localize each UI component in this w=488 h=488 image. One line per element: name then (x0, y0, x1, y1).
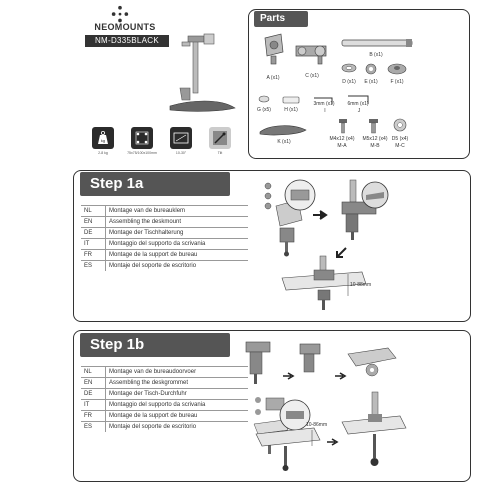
arrow-right-icon (313, 210, 328, 220)
part-j-size-label: 6mm (x1) (347, 101, 369, 107)
step-1a-desk-mounted-illustration: 10-88mm (281, 255, 371, 310)
part-f-illustration (387, 63, 407, 75)
weight-spec-label: 2-8 kg (98, 151, 108, 155)
parts-title: Parts (254, 11, 308, 27)
step-1b-clamp-disassembly-1 (245, 341, 271, 384)
screw-m4-code: M-A (337, 143, 347, 149)
tilt-spec-label: Tilt (217, 151, 223, 155)
arrow-right-icon (327, 438, 339, 446)
step-1a-dimension-label: 10-88mm (350, 282, 371, 288)
step-1b-clamp-disassembly-2 (299, 343, 321, 373)
washer-code: M-C (395, 143, 405, 149)
washer-illustration (393, 118, 407, 132)
part-b-label: B (x1) (369, 52, 383, 58)
step-1a-detail-circle-2 (361, 181, 389, 209)
screw-m4-illustration (339, 119, 347, 134)
step-1b-title: Step 1b (80, 333, 230, 357)
part-j-label: J (357, 108, 361, 114)
part-b-illustration (341, 39, 413, 47)
part-d-label: D (x1) (342, 79, 356, 85)
brand-name: NEOMOUNTS (94, 22, 156, 32)
weight-spec-icon: kg (92, 127, 114, 149)
screw-m4-label: M4x12 (x4) (329, 136, 355, 142)
part-a-illustration (264, 33, 284, 65)
part-e-illustration (365, 63, 377, 75)
step-1b-final-mounted-illustration (341, 391, 407, 466)
product-illustration (169, 33, 236, 112)
part-i-label: I (324, 108, 326, 114)
tilt-spec-icon (209, 127, 231, 149)
part-f-label: F (x1) (390, 79, 404, 85)
step-1b-dimension-label: 10-86mm (306, 422, 327, 428)
part-j-illustration (348, 95, 369, 104)
arrow-down-left-icon (336, 247, 347, 258)
part-i-illustration (314, 97, 333, 104)
step-1b-grommet-plate (347, 347, 397, 377)
arrow-right-icon (335, 372, 347, 380)
screw-m5-label: M5x12 (x4) (362, 136, 388, 142)
part-c-illustration (295, 45, 327, 65)
part-c-label: C (x1) (305, 73, 319, 79)
screw-m5-code: M-B (370, 143, 380, 149)
part-k-label: K (x1) (277, 139, 291, 145)
part-g-label: G (x5) (257, 107, 271, 113)
step-1a-title: Step 1a (80, 172, 230, 196)
part-h-label: H (x1) (284, 107, 298, 113)
part-e-label: E (x1) (364, 79, 378, 85)
part-i-size-label: 3mm (x1) (313, 101, 335, 107)
arrow-right-icon (283, 372, 295, 380)
part-g-illustration (258, 95, 270, 103)
part-a-label: A (x1) (266, 75, 280, 81)
part-d-illustration (341, 63, 357, 73)
screen-size-spec-icon (170, 127, 192, 149)
step-1a-detail-circle-1 (284, 179, 316, 211)
screw-m5-illustration (369, 119, 378, 134)
washer-label: D5 (x4) (391, 136, 409, 142)
neomounts-logo-icon (111, 5, 129, 23)
vesa-spec-icon (131, 127, 153, 149)
step-1b-desk-through-illustration: 10-86mm (255, 422, 327, 471)
part-k-illustration (259, 125, 307, 136)
vesa-spec-label: 75x75/100x100mm (127, 151, 157, 155)
weight-badge: kg (101, 138, 105, 143)
screen-size-spec-label: 10-30" (175, 151, 187, 155)
model-number: NM-D335BLACK (85, 35, 169, 47)
part-h-illustration (282, 96, 300, 104)
